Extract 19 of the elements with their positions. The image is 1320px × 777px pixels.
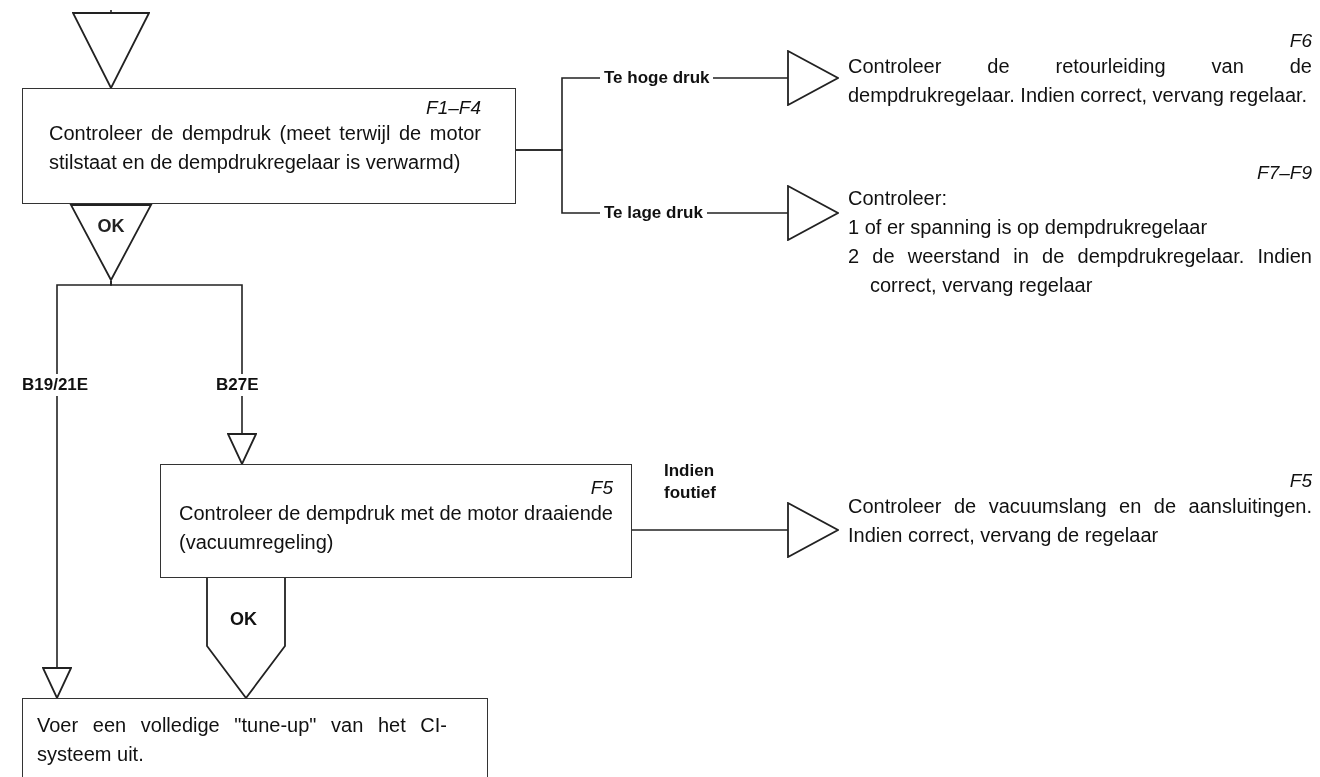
- instruction-text: Voer een volledige "tune-up" van het CI-systeem uit.: [37, 713, 447, 767]
- reference-code: F7–F9: [1256, 162, 1312, 184]
- reference-code: F5: [1288, 470, 1312, 492]
- connector-arrow: [110, 280, 257, 465]
- instruction-text: Controleer de vacuumslang en de aansluitingen. Indien correct, vervang de regelaar: [848, 494, 1312, 548]
- checklist-item: 1 of er spanning is op dempdrukregelaar: [848, 215, 1209, 240]
- reference-code: F5: [589, 477, 613, 499]
- reference-code: F1–F4: [425, 97, 481, 119]
- instruction-text: Controleer de dempdruk (meet terwijl de motor stilstaat en de dempdrukregelaar is verwarmd): [49, 121, 481, 175]
- reference-code: F6: [1288, 30, 1312, 52]
- process-box: [160, 464, 632, 578]
- outcome-label: OK: [96, 216, 126, 237]
- process-box: [22, 698, 488, 777]
- instruction-text: Controleer de dempdruk met de motor draaiende (vacuumregeling): [179, 501, 613, 555]
- instruction-text: Controleer:: [848, 186, 948, 211]
- instruction-text: Controleer de retourleiding van de dempdrukregelaar. Indien correct, vervang regelaar.: [848, 54, 1312, 108]
- checklist-item: 2 de weerstand in de dempdrukregelaar. Indien correct, vervang regelaar: [848, 244, 1312, 298]
- entry-arrow: [72, 9, 150, 89]
- connector-arrow: [631, 502, 839, 558]
